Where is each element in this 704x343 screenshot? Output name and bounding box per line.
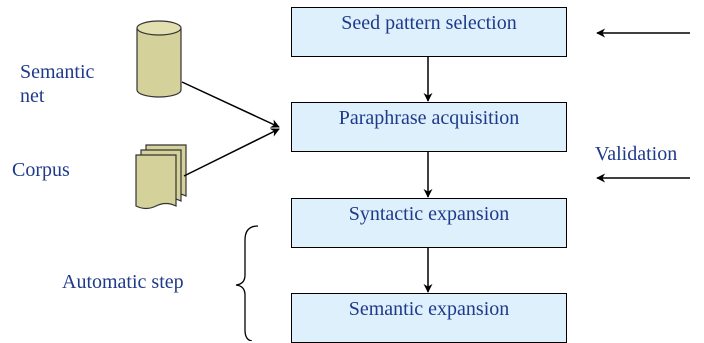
automatic-step-label: Automatic step — [62, 271, 184, 293]
arrow-corpus-to-acquisition — [183, 128, 280, 177]
step-paraphrase-acquisition: Paraphrase acquisition — [291, 102, 567, 152]
semantic-net-label: Semantic net — [20, 60, 94, 108]
step-seed-pattern-selection: Seed pattern selection — [291, 7, 567, 57]
step-label: Syntactic expansion — [348, 203, 510, 225]
validation-label: Validation — [595, 143, 678, 165]
step-label: Semantic expansion — [348, 298, 510, 320]
arrow-semantic-net-to-acquisition — [181, 81, 280, 128]
semantic-net-label-line2: net — [20, 85, 45, 107]
document-stack-icon — [135, 144, 187, 210]
automatic-step-brace — [235, 225, 259, 341]
step-syntactic-expansion: Syntactic expansion — [291, 198, 567, 248]
step-label: Seed pattern selection — [341, 12, 517, 34]
corpus-label: Corpus — [12, 159, 70, 181]
database-cylinder-icon — [136, 20, 182, 98]
step-label: Paraphrase acquisition — [338, 107, 520, 129]
semantic-net-label-line1: Semantic — [20, 61, 95, 83]
